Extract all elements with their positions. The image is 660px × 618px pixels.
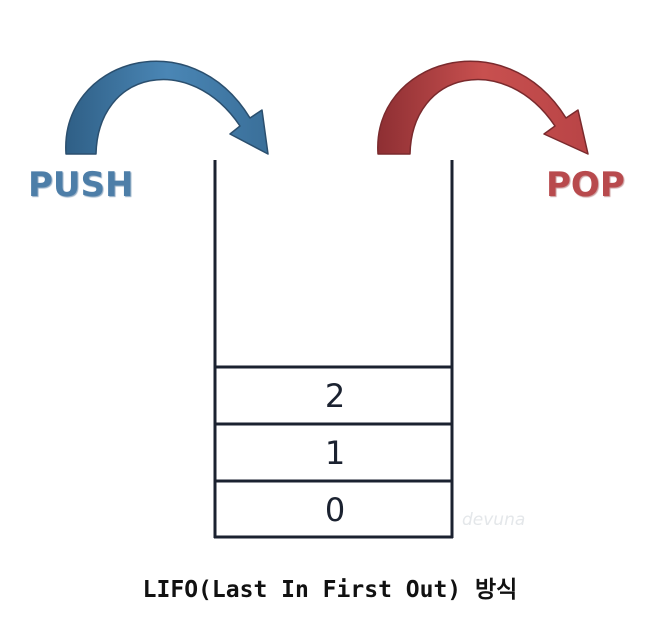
stack-cell-value: 0 [325, 491, 345, 529]
stack-cell-value: 2 [325, 377, 345, 415]
pop-label: POP [546, 165, 625, 205]
push-arrow-icon [65, 60, 269, 155]
stack-cell: 0 [325, 491, 345, 529]
stack-cell: 2 [325, 377, 345, 415]
stack-cell-value: 1 [325, 434, 345, 472]
stack-container [213, 160, 454, 539]
caption: LIFO(Last In First Out) 방식 [142, 577, 518, 603]
push-label: PUSH [28, 165, 134, 205]
pop-arrow-icon [377, 60, 589, 155]
stack-cell: 1 [325, 434, 345, 472]
watermark: devuna [462, 510, 526, 530]
